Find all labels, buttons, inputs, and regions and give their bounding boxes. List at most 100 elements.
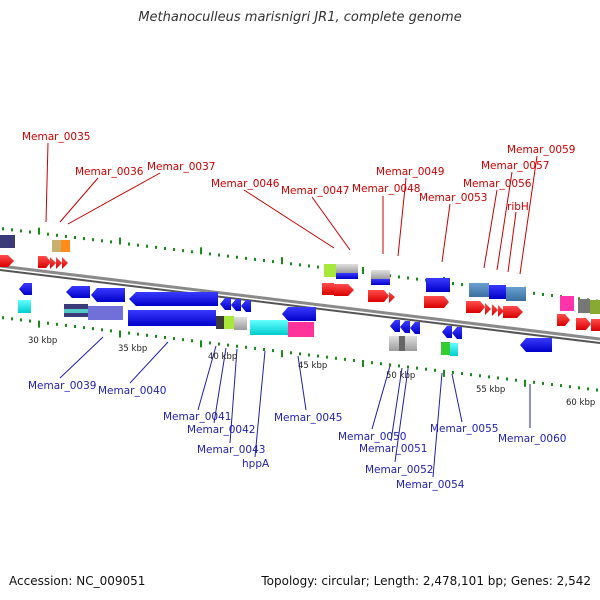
- tick-mark: [218, 253, 220, 257]
- tick-mark: [281, 257, 283, 265]
- gene-label-memar-0050[interactable]: Memar_0050: [338, 431, 406, 443]
- gene-block: [426, 278, 450, 292]
- tick-mark: [191, 250, 193, 254]
- gene-arrow: [390, 320, 400, 332]
- tick-mark: [65, 323, 67, 327]
- tick-mark: [146, 333, 148, 337]
- gene-label-hppa[interactable]: hppA: [242, 458, 270, 470]
- tick-mark: [398, 275, 400, 279]
- gene-label-memar-0048[interactable]: Memar_0048: [352, 183, 420, 195]
- gene-arrow: [0, 255, 14, 267]
- gene-block: [450, 343, 458, 356]
- tick-mark: [227, 254, 229, 258]
- gene-block: [371, 279, 390, 285]
- tick-mark: [416, 277, 418, 281]
- gene-block: [560, 296, 574, 311]
- gene-label-ribh[interactable]: ribH: [507, 201, 529, 213]
- tick-mark: [362, 360, 364, 368]
- gene-block: [336, 264, 358, 273]
- forward-strand-features: [0, 235, 600, 331]
- gene-block: [234, 317, 247, 330]
- gene-label-memar-0051[interactable]: Memar_0051: [359, 443, 427, 455]
- gene-block: [18, 300, 31, 313]
- gene-label-memar-0040[interactable]: Memar_0040: [98, 385, 166, 397]
- gene-arrow: [520, 338, 552, 352]
- topology-text: Topology: circular; Length: 2,478,101 bp…: [261, 574, 591, 588]
- scale-label: 30 kbp: [28, 336, 57, 346]
- tick-mark: [47, 321, 49, 325]
- tick-mark: [38, 227, 40, 235]
- gene-label-memar-0036[interactable]: Memar_0036: [75, 166, 144, 178]
- tick-mark: [74, 325, 76, 329]
- tick-mark: [110, 329, 112, 333]
- gene-label-memar-0047[interactable]: Memar_0047: [281, 185, 349, 197]
- tick-mark: [443, 369, 445, 377]
- gene-arrow: [19, 283, 32, 295]
- tick-mark: [488, 375, 490, 379]
- gene-arrow: [334, 284, 354, 296]
- gene-arrow: [400, 321, 410, 333]
- gene-arrow: [442, 326, 452, 338]
- gene-arrow: [576, 318, 591, 330]
- gene-label-memar-0052[interactable]: Memar_0052: [365, 464, 433, 476]
- tick-mark: [479, 374, 481, 378]
- gene-label-memar-0056[interactable]: Memar_0056: [463, 178, 532, 190]
- tick-mark: [119, 330, 121, 338]
- tick-mark: [200, 340, 202, 348]
- gene-label-memar-0045[interactable]: Memar_0045: [274, 412, 342, 424]
- gene-label-memar-0059[interactable]: Memar_0059: [507, 144, 575, 156]
- tick-mark: [533, 380, 535, 384]
- gene-arrow: [389, 292, 395, 303]
- tick-mark: [317, 354, 319, 358]
- gene-arrow: [66, 286, 90, 298]
- tick-mark: [560, 384, 562, 388]
- gene-label-memar-0046[interactable]: Memar_0046: [211, 178, 280, 190]
- gene-arrow: [424, 296, 449, 308]
- gene-label-memar-0057[interactable]: Memar_0057: [481, 160, 549, 172]
- gene-label-memar-0060[interactable]: Memar_0060: [498, 433, 566, 445]
- gene-label-memar-0037[interactable]: Memar_0037: [147, 161, 215, 173]
- tick-mark: [254, 257, 256, 261]
- gene-arrow: [50, 257, 56, 269]
- tick-mark: [299, 352, 301, 356]
- gene-label-memar-0035[interactable]: Memar_0035: [22, 131, 90, 143]
- tick-mark: [452, 370, 454, 374]
- scale-label: 55 kbp: [476, 385, 505, 395]
- tick-mark: [335, 356, 337, 360]
- accession-text: Accession: NC_009051: [9, 574, 146, 588]
- gene-label-memar-0043[interactable]: Memar_0043: [197, 444, 265, 456]
- gene-arrow: [452, 327, 462, 339]
- tick-mark: [137, 332, 139, 336]
- gene-block: [496, 285, 506, 299]
- gene-arrow: [129, 292, 218, 306]
- tick-mark: [524, 379, 526, 387]
- gene-arrow: [466, 301, 485, 313]
- tick-mark: [434, 368, 436, 372]
- gene-label-memar-0053[interactable]: Memar_0053: [419, 192, 487, 204]
- tick-mark: [389, 363, 391, 367]
- gene-label-memar-0054[interactable]: Memar_0054: [396, 479, 465, 491]
- gene-label-memar-0041[interactable]: Memar_0041: [163, 411, 231, 423]
- tick-mark: [20, 229, 22, 233]
- tick-mark: [101, 328, 103, 332]
- tick-mark: [416, 366, 418, 370]
- gene-block: [590, 300, 600, 314]
- tick-mark: [263, 258, 265, 262]
- tick-mark: [344, 357, 346, 361]
- gene-label-memar-0042[interactable]: Memar_0042: [187, 424, 255, 436]
- kbp-scale-labels: 30 kbp 35 kbp 40 kbp 45 kbp 50 kbp 55 kb…: [28, 336, 595, 408]
- tick-mark: [272, 260, 274, 264]
- gene-block: [489, 285, 496, 299]
- gene-block: [441, 342, 450, 355]
- tick-mark: [173, 337, 175, 341]
- tick-mark: [92, 238, 94, 242]
- gene-label-memar-0055[interactable]: Memar_0055: [430, 423, 498, 435]
- tick-mark: [155, 245, 157, 249]
- tick-mark: [587, 387, 589, 391]
- tick-mark: [38, 320, 40, 328]
- gene-label-memar-0049[interactable]: Memar_0049: [376, 166, 444, 178]
- gene-label-memar-0039[interactable]: Memar_0039: [28, 380, 96, 392]
- gene-arrow: [231, 299, 241, 311]
- tick-mark: [290, 262, 292, 266]
